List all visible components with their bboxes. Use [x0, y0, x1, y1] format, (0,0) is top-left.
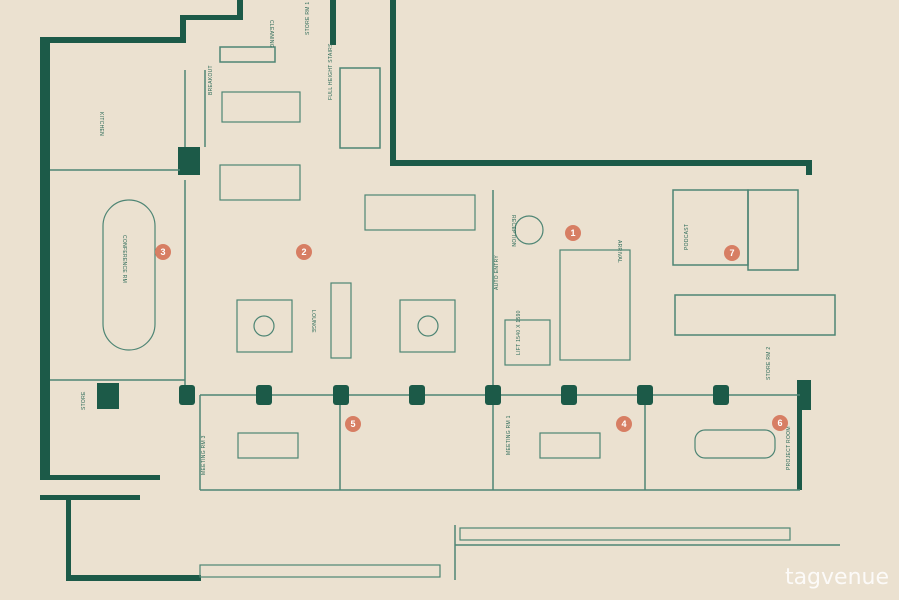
label-auto-entry: AUTO ENTRY — [494, 255, 500, 290]
label-reception: RECEPTION — [510, 215, 516, 247]
label-store: STORE — [81, 391, 87, 410]
label-cleaning: CLEANING — [268, 20, 274, 48]
label-meeting-rm-1: MEETING RM 1 — [506, 415, 512, 455]
label-store-rm-1: STORE RM 1 — [305, 2, 311, 35]
label-meeting-rm-3: MEETING RM 3 — [201, 435, 207, 475]
marker-2: 2 — [296, 244, 312, 260]
label-arrival: ARRIVAL — [616, 240, 622, 263]
svg-text:6: 6 — [777, 418, 782, 428]
label-kitchen: KITCHEN — [98, 112, 104, 136]
furniture — [102, 91, 791, 578]
label-store-rm-2: STORE RM 2 — [766, 347, 772, 380]
partitions — [50, 46, 840, 580]
label-conference-rm: CONFERENCE RM — [121, 235, 127, 283]
label-full-height-stairs: FULL HEIGHT STAIRS — [328, 43, 334, 100]
label-lift: LIFT 1540 X 1590 — [516, 310, 522, 355]
marker-1: 1 — [565, 225, 581, 241]
marker-4: 4 — [616, 416, 632, 432]
label-podcast: PODCAST — [684, 224, 690, 250]
svg-text:1: 1 — [570, 228, 575, 238]
label-project-room: PROJECT ROOM — [786, 426, 792, 470]
watermark: tagvenue — [784, 565, 889, 590]
svg-text:7: 7 — [729, 248, 734, 258]
room-labels: KITCHEN BREAKOUT STORE RM 1 CLEANING FUL… — [81, 2, 792, 475]
label-breakout: BREAKOUT — [208, 65, 214, 95]
marker-3: 3 — [155, 244, 171, 260]
columns — [179, 385, 729, 405]
svg-text:4: 4 — [621, 419, 626, 429]
walls — [40, 0, 812, 581]
svg-text:5: 5 — [350, 419, 355, 429]
marker-5: 5 — [345, 416, 361, 432]
svg-text:2: 2 — [301, 247, 306, 257]
svg-text:3: 3 — [160, 247, 165, 257]
marker-6: 6 — [772, 415, 788, 431]
label-lounge: LOUNGE — [310, 310, 316, 333]
marker-7: 7 — [724, 245, 740, 261]
